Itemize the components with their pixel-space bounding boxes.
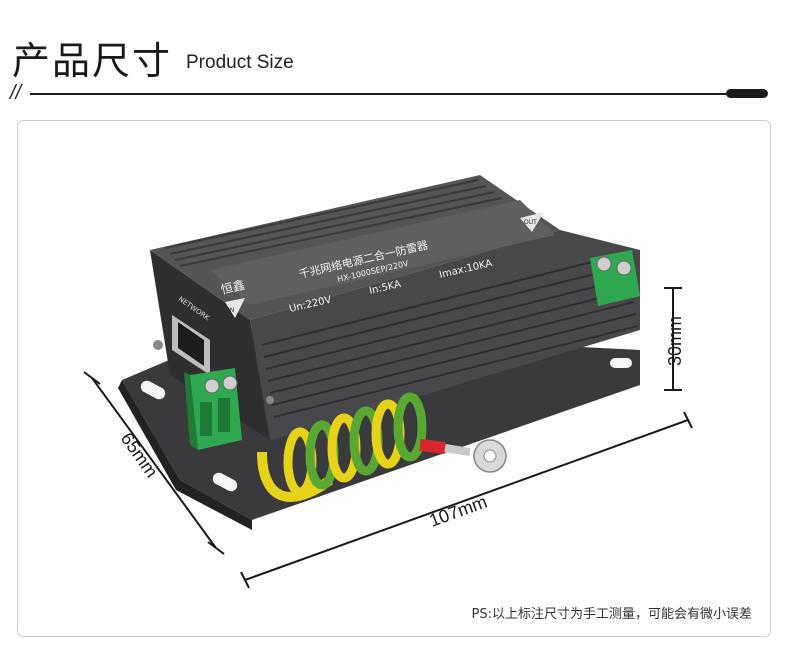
- port-out-label: OUT: [524, 219, 537, 226]
- rear-terminal-block: [590, 250, 640, 306]
- device-brand: 恒鑫: [219, 277, 246, 297]
- dimension-length: [240, 411, 693, 589]
- ground-cable: [257, 392, 507, 502]
- title-divider-cap: [726, 89, 768, 98]
- in-arrow-icon: [225, 298, 245, 318]
- page-title: 产品尺寸: [12, 39, 173, 83]
- title-rule-slashes: //: [10, 82, 22, 104]
- length-label: 107mm: [427, 491, 490, 530]
- title-divider: [30, 93, 730, 95]
- measurement-footnote: PS:以上标注尺寸为手工测量，可能会有微小误差: [471, 607, 752, 622]
- out-arrow-icon: [520, 212, 544, 232]
- height-label: 30mm: [665, 316, 685, 366]
- dimension-height: [664, 287, 682, 391]
- dimension-width: [83, 371, 225, 555]
- port-in-label: IN: [228, 307, 234, 314]
- front-terminal-block: [184, 368, 242, 450]
- page-subtitle: Product Size: [186, 52, 294, 73]
